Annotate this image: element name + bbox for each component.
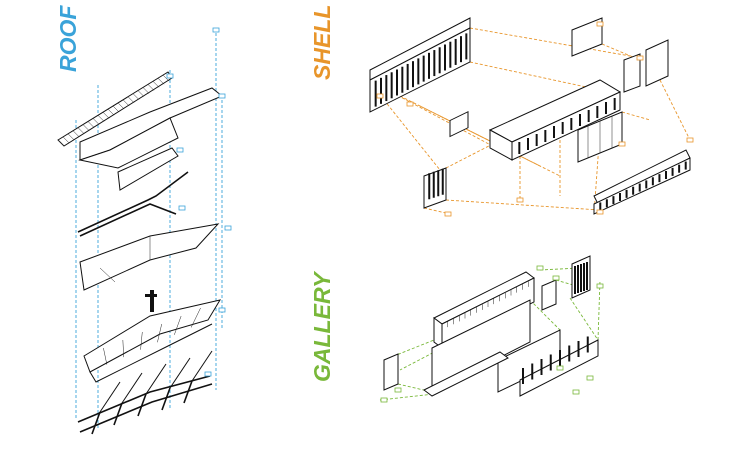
shell-west-panel	[423, 167, 447, 209]
roof-membrane	[79, 223, 220, 291]
gallery-clerestory	[433, 271, 535, 349]
roof-structure-shell	[83, 290, 222, 383]
roof-callout-tags	[166, 27, 232, 377]
shell-north-wall	[369, 17, 471, 113]
roof-truss-frame	[77, 350, 213, 435]
roof-label: ROOF	[55, 5, 81, 72]
shell-upper-shelves	[571, 17, 669, 93]
shell-callout-tags	[376, 21, 694, 217]
gallery-fins	[522, 262, 589, 384]
gallery-assembly	[379, 110, 604, 403]
roof-assembly	[57, 27, 232, 435]
shell-south-wall	[593, 149, 691, 215]
roof-upper-panel	[57, 71, 223, 191]
gallery-floor	[423, 351, 509, 397]
shell-label: SHELL	[309, 5, 335, 80]
shell-assembly	[369, 17, 694, 217]
shell-core-volume	[488, 79, 622, 161]
roof-ridge-beam	[77, 171, 189, 237]
gallery-label: GALLERY	[309, 270, 335, 382]
gallery-callout-tags	[380, 265, 604, 403]
